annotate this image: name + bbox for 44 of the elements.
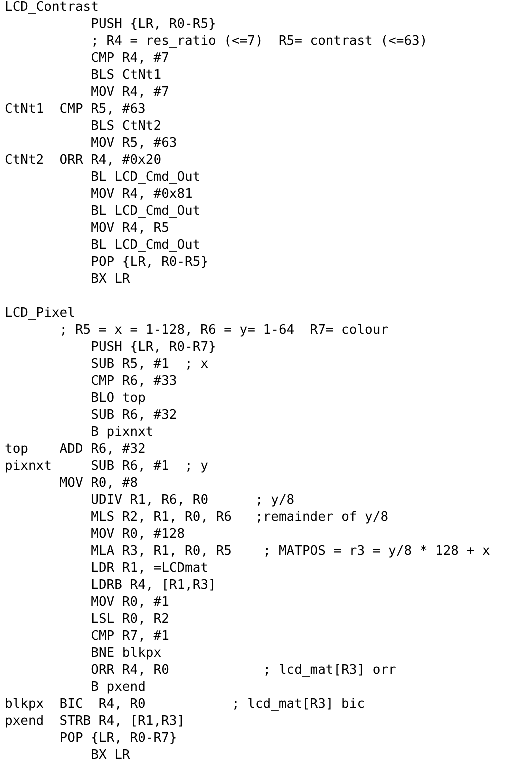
code-line: POP {LR, R0-R7} (60, 731, 178, 747)
code-line: BLS CtNt2 (91, 119, 162, 135)
code-line: CtNt2 ORR R4, #0x20 (5, 153, 162, 169)
code-line: ; R5 = x = 1-128, R6 = y= 1-64 R7= colour (60, 323, 389, 339)
code-line: CMP R7, #1 (91, 629, 170, 645)
code-line: MOV R0, #1 (91, 595, 170, 611)
code-line: BX LR (91, 748, 130, 764)
code-line: BL LCD_Cmd_Out (91, 170, 201, 186)
code-line: MOV R4, R5 (91, 221, 170, 237)
code-line: BX LR (91, 272, 130, 288)
code-line: CMP R6, #33 (91, 374, 178, 390)
code-line: MOV R4, #7 (91, 85, 170, 101)
code-line: MLS R2, R1, R0, R6 ;remainder of y/8 (91, 510, 389, 526)
code-line: UDIV R1, R6, R0 ; y/8 (91, 493, 295, 509)
code-line: BL LCD_Cmd_Out (91, 204, 201, 220)
code-line: MOV R5, #63 (91, 136, 178, 152)
code-line: LCD_Contrast (5, 0, 99, 16)
code-line: ; R4 = res_ratio (<=7) R5= contrast (<=63) (91, 34, 428, 50)
code-line: BLO top (91, 391, 146, 407)
code-line: LDRB R4, [R1,R3] (91, 578, 216, 594)
code-line: MOV R0, #128 (91, 527, 186, 543)
code-line: pixnxt SUB R6, #1 ; y (5, 459, 208, 475)
code-line: PUSH {LR, R0-R5} (91, 17, 216, 33)
code-line: PUSH {LR, R0-R7} (91, 340, 216, 356)
code-line: MOV R4, #0x81 (91, 187, 193, 203)
code-line: LCD_Pixel (5, 306, 76, 322)
code-line: BLS CtNt1 (91, 68, 162, 84)
code-line: LSL R0, R2 (91, 612, 170, 628)
code-line: SUB R6, #32 (91, 408, 178, 424)
code-line: CMP R4, #7 (91, 51, 170, 67)
code-line: MLA R3, R1, R0, R5 ; MATPOS = r3 = y/8 * 128 + x (91, 544, 490, 560)
code-line: BNE blkpx (91, 646, 162, 662)
code-line: CtNt1 CMP R5, #63 (5, 102, 146, 118)
code-line: blkpx BIC R4, R0 ; lcd_mat[R3] bic (5, 697, 366, 713)
code-line: LDR R1, =LCDmat (91, 561, 209, 577)
code-line: top ADD R6, #32 (5, 442, 146, 458)
code-line: BL LCD_Cmd_Out (91, 238, 201, 254)
code-line: pxend STRB R4, [R1,R3] (5, 714, 186, 730)
code-line: ORR R4, R0 ; lcd_mat[R3] orr (91, 663, 396, 679)
code-line: B pixnxt (91, 425, 154, 441)
code-line: MOV R0, #8 (60, 476, 138, 492)
code-line: B pxend (91, 680, 146, 696)
code-line: POP {LR, R0-R5} (91, 255, 209, 271)
code-line: SUB R5, #1 ; x (91, 357, 209, 373)
